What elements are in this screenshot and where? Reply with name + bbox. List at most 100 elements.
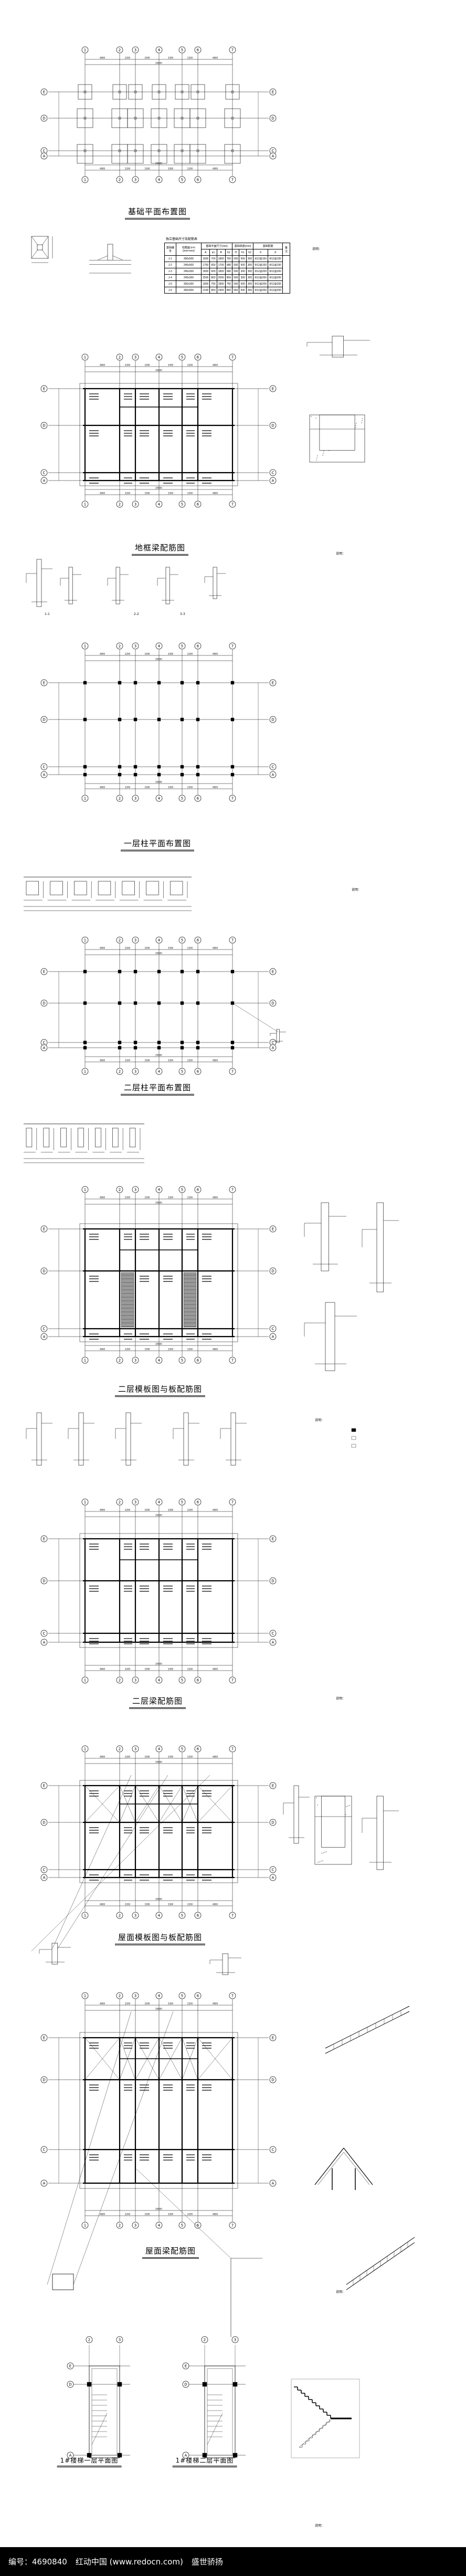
column	[83, 1040, 87, 1045]
axis-label: D	[271, 2078, 274, 2082]
detail-line	[41, 236, 49, 246]
axis-bubble	[81, 1068, 89, 1075]
axis-bubble	[132, 795, 139, 802]
dimension-text: 2200	[125, 1756, 131, 1758]
dimension-total: 20600	[155, 62, 162, 65]
dimension-text: 2200	[125, 2213, 131, 2216]
axis-label: 5	[181, 1678, 183, 1683]
axis-label: C	[43, 149, 46, 153]
axis-bubble	[81, 1745, 89, 1753]
axis-label: E	[272, 1537, 274, 1541]
stair-arrow	[207, 2413, 223, 2445]
axis-bubble	[269, 1535, 277, 1542]
axis-label: 4	[158, 1188, 161, 1192]
axis-label: E	[43, 90, 45, 95]
axis-bubble	[194, 1912, 202, 1919]
column	[157, 1040, 161, 1045]
table-cell: Φ12@200	[268, 274, 283, 281]
axis-bubble	[132, 1498, 139, 1506]
table-header: b1	[225, 249, 233, 256]
axis-bubble	[269, 2146, 277, 2153]
axis-bubble	[182, 2381, 189, 2388]
column	[196, 1046, 200, 1050]
axis-bubble	[194, 936, 202, 944]
table-cell: Φ12@150	[268, 262, 283, 268]
axis-bubble	[132, 1357, 139, 1364]
footer-site: 红动中国 (www.redocn.com)	[75, 2557, 183, 2567]
table-cell: J-2	[164, 262, 176, 268]
table-cell: 750	[225, 280, 233, 287]
table-cell: 850	[209, 287, 217, 294]
dimension-text: 4800	[100, 2213, 105, 2216]
axis-bubble	[116, 642, 123, 650]
axis-bubble	[40, 1866, 48, 1873]
table-cell: J-4	[164, 274, 176, 281]
section-detail	[24, 1123, 144, 1163]
column	[83, 1046, 87, 1050]
detail-outline	[293, 1785, 299, 1844]
detail-outline	[146, 881, 159, 895]
axis-bubble	[269, 1225, 277, 1233]
axis-bubble	[178, 1992, 186, 1999]
slab-diagonal	[182, 2037, 198, 2080]
axis-bubble	[155, 500, 163, 508]
legend-swatch	[351, 1444, 356, 1448]
axis-bubble	[155, 176, 163, 183]
axis-label: 4	[158, 1678, 161, 1683]
axis-label: E	[43, 681, 45, 685]
axis-label: D	[43, 1269, 45, 1274]
slab-diagonal	[135, 1785, 160, 1823]
axis-bubble	[40, 88, 48, 96]
detail-line	[343, 2147, 373, 2185]
dimension-text: 3300	[168, 786, 174, 789]
detail-outline	[230, 1412, 236, 1466]
table-cell: 2100	[201, 287, 210, 294]
axis-label: 3	[134, 48, 136, 53]
axis-label: 4	[158, 356, 161, 360]
detail-outline	[325, 1302, 335, 1371]
table-cell: J-3	[164, 268, 176, 275]
detail-outline	[36, 1412, 42, 1466]
axis-label: 4	[158, 797, 161, 801]
axis-bubble	[229, 1992, 236, 1999]
table-header: B	[216, 249, 226, 256]
detail-line	[31, 236, 38, 246]
detail-outline	[309, 414, 365, 463]
column	[118, 1046, 122, 1050]
axis-label: A	[272, 1641, 274, 1645]
axis-bubble	[81, 2222, 89, 2229]
table-cell: 240x500	[175, 262, 202, 268]
column	[83, 773, 87, 777]
column	[133, 1046, 137, 1050]
footing-outline	[152, 84, 166, 100]
table-cell: J-1	[164, 255, 176, 262]
legend-swatch	[351, 1428, 356, 1432]
detail-outline	[112, 1128, 119, 1148]
dimension-total: 20600	[155, 1898, 162, 1901]
axis-bubble	[194, 1498, 202, 1506]
column	[180, 969, 184, 974]
detail-line	[112, 255, 123, 260]
stair-hatch	[121, 1272, 134, 1328]
drawing-title-ground-beam: 地框梁配筋图	[131, 542, 189, 556]
axis-bubble	[269, 1044, 277, 1051]
axis-bubble	[229, 176, 236, 183]
axis-label: D	[184, 2383, 187, 2387]
dimension-text: 2200	[125, 57, 131, 59]
drawing-title-floor2-columns: 二层柱平面布置图	[120, 1082, 195, 1096]
dimension-text: 3300	[144, 168, 150, 170]
axis-bubble	[155, 795, 163, 802]
footing-outline	[189, 108, 206, 128]
axis-label: 2	[119, 644, 121, 649]
concrete-dot	[362, 418, 363, 419]
detail-outline	[183, 1412, 189, 1466]
axis-label: E	[43, 2036, 45, 2040]
axis-label: D	[271, 1269, 274, 1274]
column	[83, 717, 87, 722]
axis-label: 5	[181, 1914, 183, 1918]
table-cell: 1750	[201, 262, 210, 268]
axis-bubble	[116, 795, 123, 802]
column-stub	[118, 149, 121, 152]
axis-label: 1	[84, 2224, 86, 2228]
